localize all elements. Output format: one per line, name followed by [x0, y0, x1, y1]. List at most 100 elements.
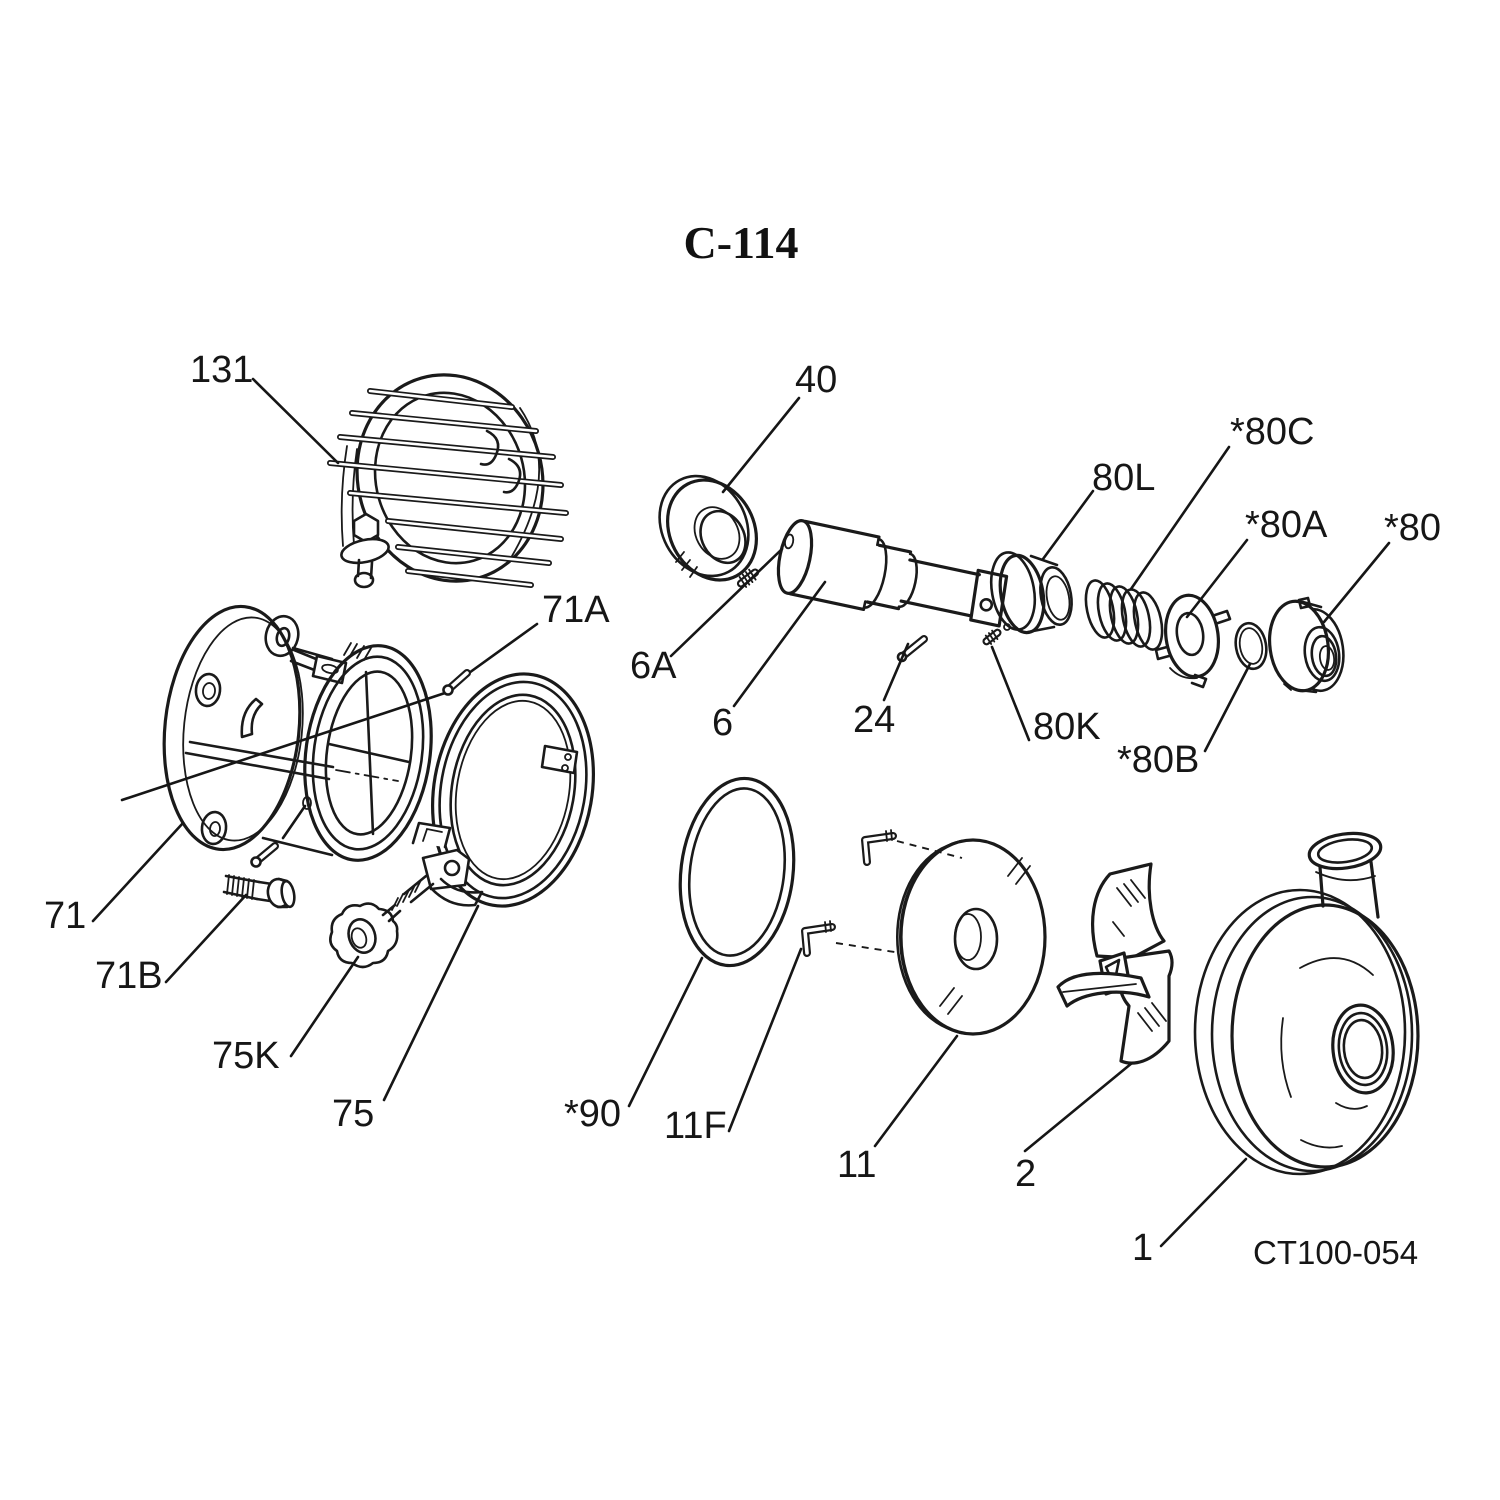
clamp-hinge-stroke	[564, 753, 572, 761]
part-label-24: 24	[853, 699, 895, 741]
part-80K-set-screw-stroke	[984, 629, 999, 645]
part-label-11F: 11F	[664, 1105, 727, 1147]
part-75-clamp-ring-stroke	[438, 680, 588, 900]
part-80-seal-seat-stroke	[1297, 600, 1323, 694]
part-131-fan-guard-cage-stroke	[340, 445, 348, 547]
part-71-motor-bracket-stroke	[202, 682, 216, 700]
part-6-shaft-stroke	[899, 558, 981, 618]
part-1-volute-casing-stroke	[1342, 1018, 1384, 1080]
cage-bolt-stroke	[353, 571, 375, 589]
part-80A-seal-washer-stroke	[1190, 673, 1208, 689]
leader-lines-stroke	[873, 1034, 959, 1148]
part-80A-seal-washer-stroke	[1175, 611, 1205, 657]
leader-lines-stroke	[289, 955, 360, 1058]
part-2-impeller-stroke	[1112, 879, 1146, 937]
part-80-seal-seat-stroke	[1283, 683, 1292, 691]
part-80C-spring-stroke	[1096, 582, 1128, 642]
cage-rods-stroke	[338, 435, 555, 459]
part-label-11: 11	[837, 1144, 876, 1186]
part-6-shaft-stroke	[865, 543, 913, 611]
part-40-slinger-stroke	[675, 551, 698, 578]
part-71-motor-bracket-stroke	[275, 626, 291, 648]
clamp-hinge	[540, 744, 579, 775]
part-label-80B: *80B	[1117, 739, 1199, 781]
diagram-title: C-114	[684, 217, 799, 268]
part-80L-coupling	[989, 551, 1073, 635]
cage-rods-stroke	[328, 461, 563, 487]
part-80C-spring-stroke	[1108, 585, 1140, 645]
part-6-shaft-stroke	[862, 537, 888, 609]
part-80C-spring-stroke	[1132, 591, 1164, 651]
part-1-volute-casing-stroke	[1315, 871, 1376, 882]
part-80L-coupling-stroke	[1039, 566, 1073, 626]
leader-lines-stroke	[732, 580, 827, 708]
part-6-shaft-stroke	[969, 568, 1009, 628]
cage-rods-stroke	[386, 519, 563, 541]
part-71-motor-bracket-stroke	[209, 821, 221, 837]
leader-lines-stroke	[251, 377, 340, 465]
part-11F-pins	[801, 829, 963, 957]
part-71-motor-bracket-stroke	[311, 655, 425, 851]
part-75K-knob	[329, 902, 402, 969]
leader-lines-stroke	[721, 396, 801, 494]
part-131-fan-guard-cage	[327, 373, 569, 589]
part-71B-bolt	[222, 874, 296, 909]
part-label-80L: 80L	[1092, 457, 1155, 499]
leader-lines-stroke	[882, 642, 910, 702]
part-label-71B: 71B	[95, 955, 163, 997]
part-71-motor-bracket-stroke	[335, 769, 399, 782]
leader-lines-stroke	[1159, 1157, 1248, 1248]
clamp-latch-stroke	[422, 827, 443, 842]
leader-lines-stroke	[382, 904, 480, 1102]
part-label-90: *90	[564, 1093, 621, 1135]
part-6-shaft-stroke	[776, 519, 814, 595]
cage-hook	[502, 457, 522, 494]
part-80-seal-seat-stroke	[1310, 634, 1338, 678]
part-71-motor-bracket-stroke	[194, 672, 222, 708]
part-label-71A: 71A	[542, 589, 610, 631]
leader-lines-stroke	[1129, 445, 1231, 591]
part-75-clamp-ring-stroke	[449, 693, 577, 887]
part-1-volute-casing-stroke	[1307, 831, 1383, 871]
part-6-shaft-stroke	[862, 535, 881, 611]
part-40-slinger-stroke	[699, 509, 747, 565]
part-24-pin	[896, 635, 928, 663]
leader-lines-stroke	[460, 622, 539, 680]
part-71-motor-bracket-stroke	[311, 654, 348, 685]
leader-lines-stroke	[990, 645, 1031, 742]
leader-lines-stroke	[1322, 541, 1391, 624]
part-11F-pins-stroke	[803, 925, 834, 955]
leader-lines-stroke	[1185, 538, 1249, 619]
part-40-slinger-stroke	[666, 478, 758, 582]
part-80L-coupling-stroke	[989, 551, 1037, 631]
part-75K-knob-stroke	[381, 903, 402, 923]
cage-bolt-stroke	[340, 537, 390, 565]
part-label-80C: *80C	[1230, 411, 1315, 453]
part-71-motor-bracket-stroke	[324, 670, 414, 836]
part-90-gasket-stroke	[687, 787, 787, 957]
part-80A-seal-washer-stroke	[1169, 667, 1198, 680]
part-80L-coupling-stroke	[1045, 575, 1071, 621]
clamp-latch	[391, 821, 484, 911]
part-1-volute-casing	[1193, 831, 1420, 1176]
part-80-seal-seat-stroke	[1318, 645, 1336, 671]
part-label-6A: 6A	[630, 645, 677, 687]
part-label-6: 6	[712, 702, 733, 744]
leader-lines-stroke	[627, 956, 704, 1108]
part-80-seal-seat-stroke	[1297, 596, 1312, 610]
leader-lines-stroke	[91, 821, 185, 923]
part-6-shaft	[776, 519, 1009, 628]
part-label-40: 40	[795, 359, 837, 401]
part-80B-o-ring-stroke	[1238, 627, 1264, 665]
part-80B-o-ring-stroke	[1234, 621, 1268, 671]
part-label-1: 1	[1132, 1227, 1153, 1269]
part-75-clamp-ring-stroke	[454, 699, 572, 881]
part-6A-set-screw-stroke	[738, 568, 757, 588]
clamp-latch-stroke	[391, 879, 422, 911]
part-71-motor-bracket-stroke	[184, 751, 331, 781]
part-2-impeller-stroke	[1137, 1002, 1167, 1032]
part-1-volute-casing-stroke	[1300, 1139, 1343, 1149]
leader-lines-stroke	[669, 547, 784, 658]
part-1-volute-casing-stroke	[1210, 895, 1414, 1173]
clamp-hinge-stroke	[561, 764, 569, 772]
